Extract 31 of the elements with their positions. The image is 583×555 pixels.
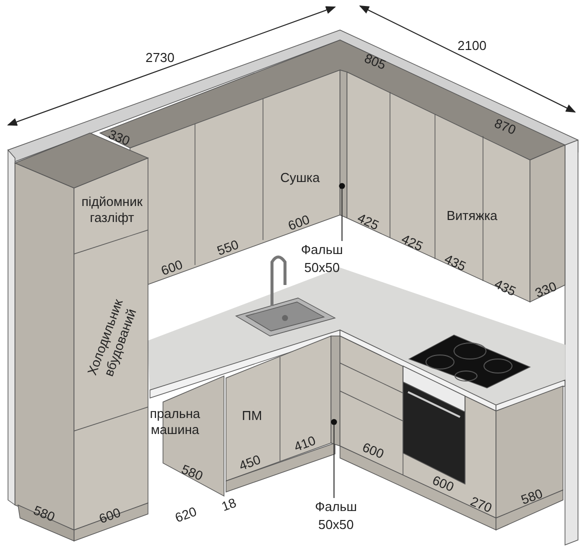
dimension-label: 435 (442, 251, 468, 275)
callout-label: Фальш 50x50 (314, 498, 358, 534)
callout-label: Фальш 50x50 (300, 241, 344, 277)
dimension-label: 620 (173, 504, 199, 526)
dimension-label: 2100 (458, 38, 486, 54)
part-label: ПМ (242, 408, 262, 424)
dimension-label: 600 (159, 256, 185, 280)
part-label: пральна машина (148, 406, 202, 438)
part-label: підйомник газліфт (80, 194, 144, 226)
dimension-label: 270 (468, 494, 494, 516)
dimension-label: 330 (532, 278, 560, 302)
dimension-label: 600 (360, 440, 386, 462)
dimension-label: 435 (492, 276, 518, 300)
dimension-label: 410 (292, 432, 318, 456)
dimension-label: 600 (97, 504, 123, 528)
dimension-label: 580 (519, 486, 545, 508)
dimension-label: 600 (286, 212, 312, 234)
dimension-label: 425 (354, 210, 382, 234)
dimension-label: 550 (215, 236, 241, 260)
part-label: Витяжка (446, 208, 498, 224)
dimension-label: 600 (430, 472, 456, 496)
dimension-label: 2730 (146, 50, 174, 66)
dimension-label: 870 (492, 116, 518, 138)
dimension-label: 450 (237, 452, 263, 474)
dimension-label: 805 (362, 50, 388, 74)
dimension-label: 580 (30, 502, 58, 526)
dimension-label: 330 (106, 126, 132, 150)
part-label: Сушка (280, 170, 320, 186)
dimension-label: 18 (219, 495, 239, 515)
dimension-label: 580 (178, 462, 206, 484)
dimension-label: 425 (398, 231, 426, 255)
